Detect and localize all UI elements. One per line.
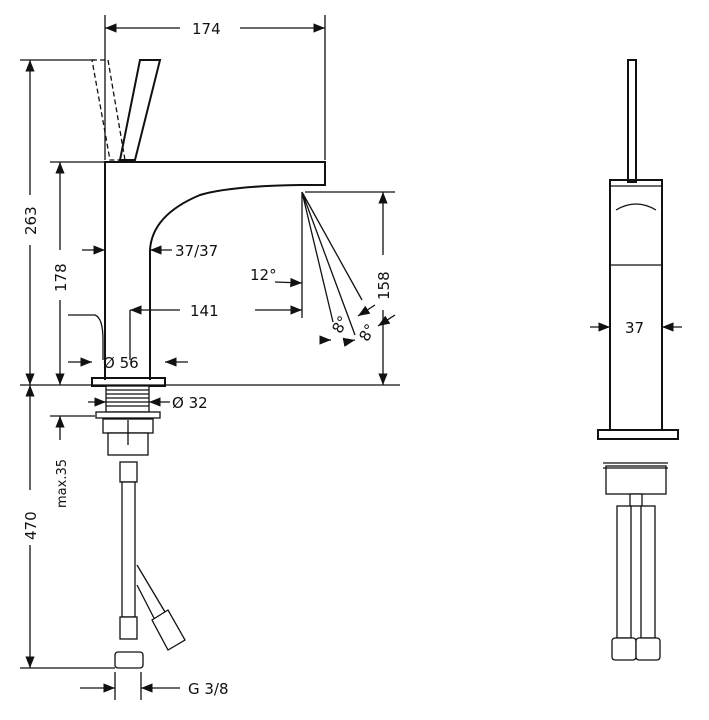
dim-thread-diameter: Ø 32 <box>172 394 208 412</box>
dim-max-35: max.35 <box>55 459 70 508</box>
dim-12-deg: 12° <box>250 266 277 284</box>
dim-8-deg-b: 8° <box>355 321 379 345</box>
dim-g-3-8: G 3/8 <box>188 680 229 698</box>
dim-470: 470 <box>22 511 40 540</box>
dim-174: 174 <box>192 20 221 38</box>
dim-263: 263 <box>22 206 40 235</box>
dim-8-deg-a: 8° <box>328 313 352 337</box>
faucet-side-view <box>590 59 682 661</box>
dim-158: 158 <box>375 271 393 300</box>
dim-141: 141 <box>190 302 219 320</box>
dim-178: 178 <box>52 263 70 292</box>
faucet-front-view <box>68 59 326 669</box>
dim-side-37: 37 <box>625 319 644 337</box>
dim-37-37: 37/37 <box>175 242 218 260</box>
dim-base-diameter: Ø 56 <box>103 354 139 372</box>
spray-angles <box>301 191 363 336</box>
dimension-lines <box>20 15 400 700</box>
